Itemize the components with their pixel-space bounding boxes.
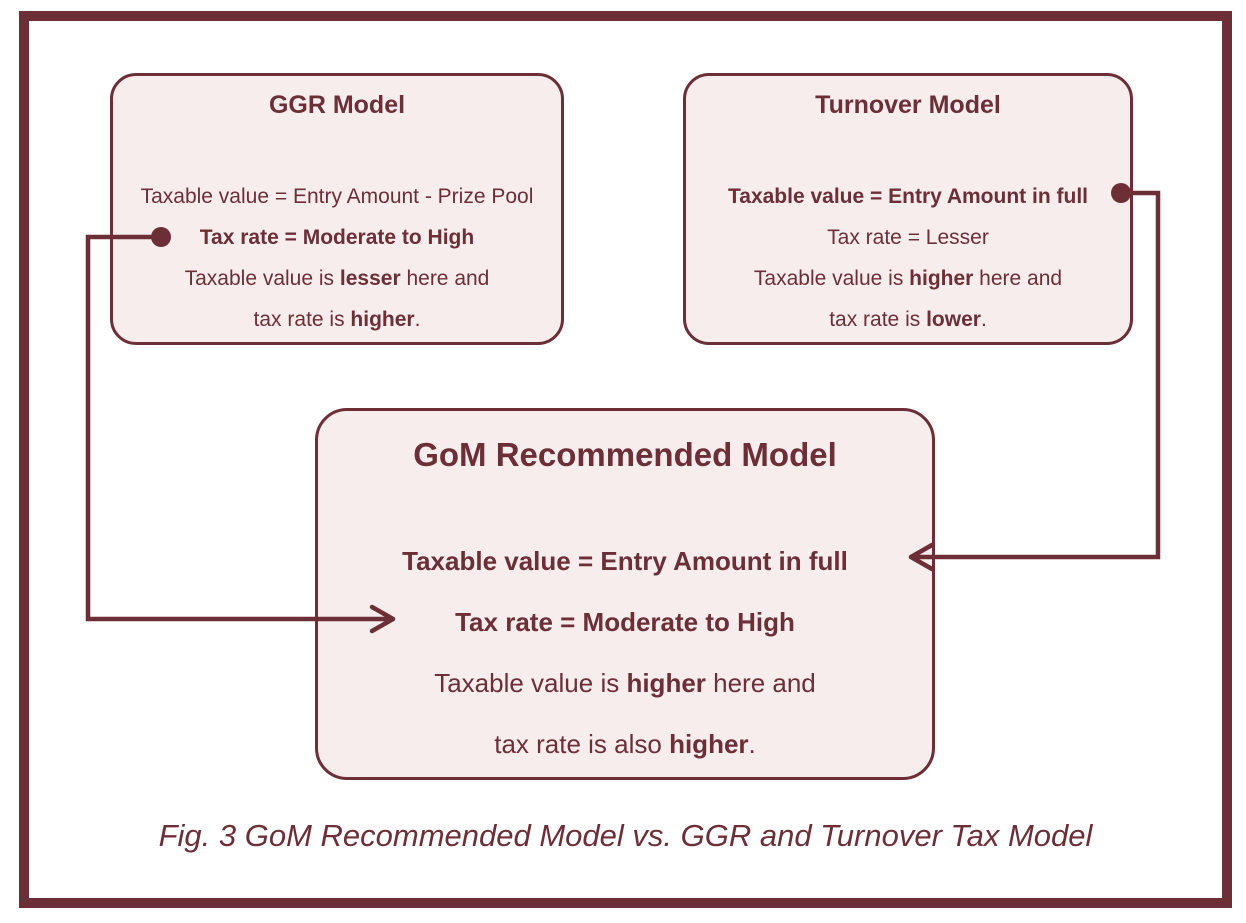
turnover-model-title: Turnover Model	[815, 91, 1001, 119]
turnover-tax-rate-line: Tax rate = Lesser	[827, 226, 989, 249]
gom-tax-rate-line: Tax rate = Moderate to High	[455, 607, 795, 637]
ggr-summary-line-1: Taxable value is lesser here and	[184, 267, 490, 290]
turnover-summary-line-2: tax rate is lower.	[829, 308, 987, 331]
gom-summary-line-2: tax rate is also higher.	[494, 729, 756, 759]
turnover-taxable-value-line: Taxable value = Entry Amount in full	[728, 185, 1088, 208]
ggr-taxable-value-line: Taxable value = Entry Amount - Prize Poo…	[140, 185, 534, 208]
turnover-summary-line-1: Taxable value is higher here and	[753, 267, 1063, 290]
turnover-model-box: Turnover Model Taxable value = Entry Amo…	[683, 73, 1133, 345]
gom-summary-line-1: Taxable value is higher here and	[434, 668, 816, 698]
ggr-tax-rate-line: Tax rate = Moderate to High	[199, 226, 475, 249]
ggr-model-box: GGR Model Taxable value = Entry Amount -…	[110, 73, 564, 345]
figure-caption: Fig. 3 GoM Recommended Model vs. GGR and…	[158, 818, 1093, 853]
ggr-model-title: GGR Model	[268, 91, 406, 119]
gom-model-title: GoM Recommended Model	[413, 436, 837, 473]
gom-model-body: Taxable value = Entry Amount in full Tax…	[318, 531, 932, 775]
ggr-model-body: Taxable value = Entry Amount - Prize Poo…	[113, 176, 561, 340]
ggr-summary-line-2: tax rate is higher.	[253, 308, 421, 331]
turnover-model-body: Taxable value = Entry Amount in full Tax…	[686, 176, 1130, 340]
gom-taxable-value-line: Taxable value = Entry Amount in full	[402, 546, 848, 576]
gom-recommended-model-box: GoM Recommended Model Taxable value = En…	[315, 408, 935, 780]
